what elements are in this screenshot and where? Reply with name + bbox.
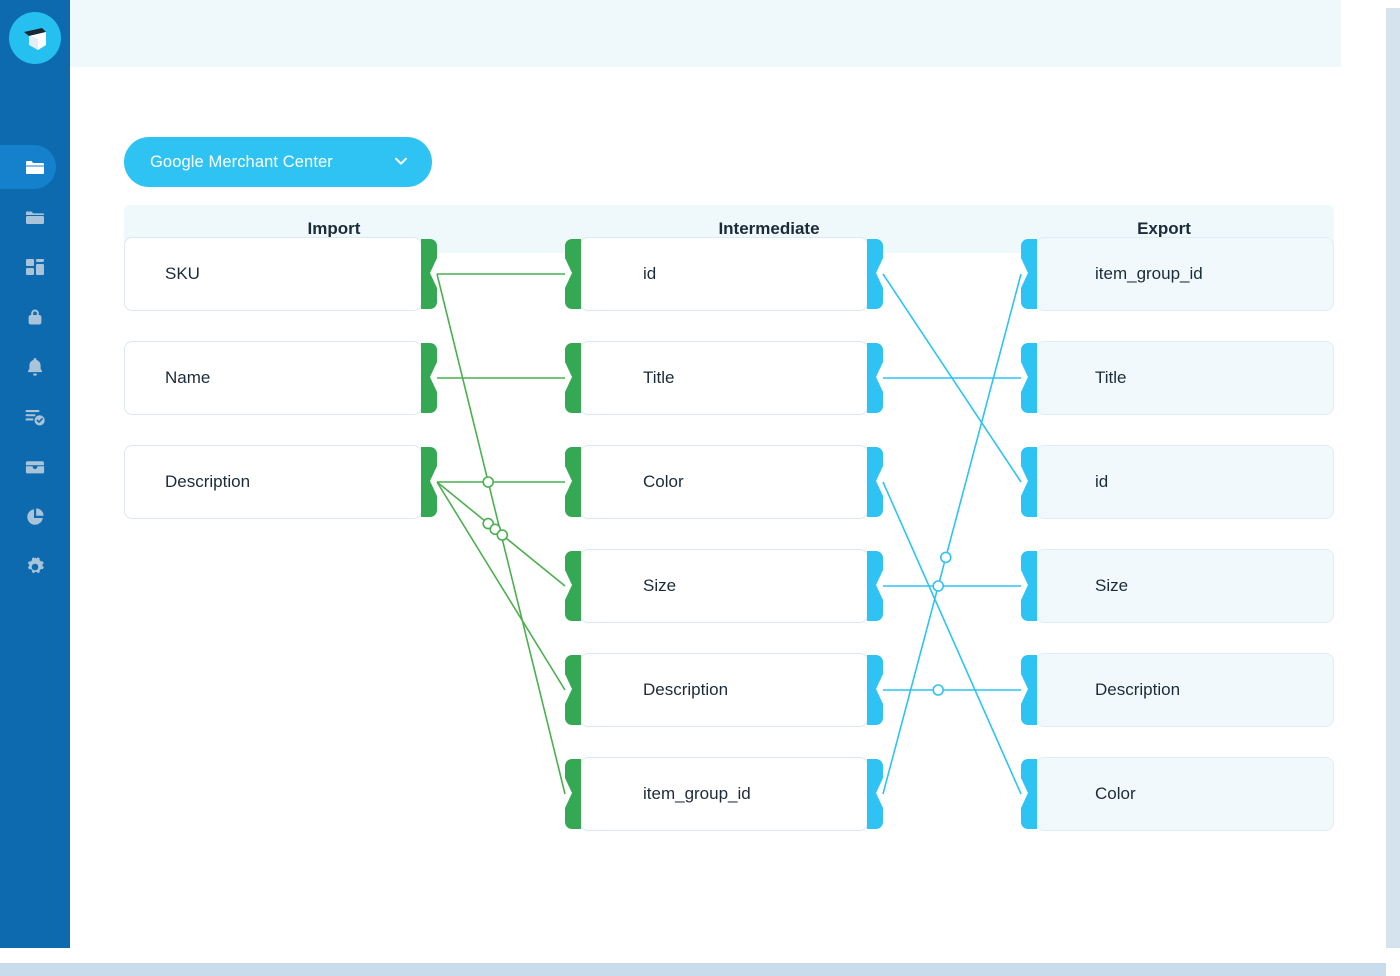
mapping-node-import[interactable]: Description (124, 445, 437, 519)
connector-tab-left[interactable] (565, 239, 581, 309)
mapping-node-import[interactable]: Name (124, 341, 437, 415)
edge-transform-marker[interactable] (489, 523, 502, 536)
folder-icon (26, 211, 44, 224)
mapping-edge[interactable] (436, 481, 566, 587)
cube-logo-icon (9, 12, 61, 64)
mapping-node-label: id (643, 264, 657, 283)
mapping-node-label: Color (1095, 784, 1136, 803)
connector-tab-left[interactable] (565, 759, 581, 829)
connector-tab-left[interactable] (565, 343, 581, 413)
mapping-node-label: Color (643, 472, 684, 491)
task-check-icon (25, 410, 45, 426)
dashboard-grid-icon (26, 259, 44, 275)
mapping-node-label: Description (643, 680, 729, 699)
sidebar-item-reports[interactable] (0, 492, 70, 542)
mapping-node-label: item_group_id (1095, 264, 1203, 283)
edge-transform-marker[interactable] (482, 517, 495, 530)
channel-dropdown-label: Google Merchant Center (150, 152, 333, 171)
mapping-node-label: Description (1095, 680, 1181, 699)
inbox-icon (25, 461, 45, 474)
sidebar-nav (0, 142, 70, 592)
mapping-node-import[interactable]: SKU (124, 237, 437, 311)
connector-tab-right[interactable] (867, 447, 883, 517)
mapping-node-label: Title (643, 368, 675, 387)
edge-transform-marker[interactable] (932, 580, 945, 592)
edge-transform-marker[interactable] (496, 529, 509, 541)
sidebar-item-folder[interactable] (0, 192, 70, 242)
column-header-intermediate: Intermediate (718, 219, 820, 238)
channel-dropdown[interactable]: Google Merchant Center (124, 137, 432, 187)
connector-tab-right[interactable] (421, 239, 437, 309)
mapping-node-label: item_group_id (643, 784, 751, 803)
mapping-node-mid[interactable]: Color (565, 445, 883, 519)
mapping-edge[interactable] (882, 273, 1022, 795)
mapping-node-label: Name (165, 368, 211, 387)
sidebar-item-dashboard[interactable] (0, 242, 70, 292)
edge-transform-marker[interactable] (939, 551, 952, 564)
edge-transform-marker[interactable] (932, 684, 945, 696)
mapping-node-mid[interactable]: Title (565, 341, 883, 415)
app-logo[interactable] (7, 10, 63, 66)
mapping-edge[interactable] (436, 481, 566, 691)
mapping-node-export[interactable]: item_group_id (1021, 237, 1334, 311)
edge-transform-marker[interactable] (482, 476, 495, 488)
mapping-node-label: SKU (165, 264, 200, 283)
sidebar-item-files[interactable] (0, 142, 70, 192)
connector-tab-left[interactable] (1021, 447, 1037, 517)
mapping-node-mid[interactable]: Description (565, 653, 883, 727)
mapping-edge[interactable] (882, 481, 1022, 795)
sidebar-item-inbox[interactable] (0, 442, 70, 492)
connector-tab-left[interactable] (1021, 239, 1037, 309)
column-header-export: Export (1137, 219, 1191, 238)
mapping-content: Google Merchant Center Import Intermedia… (70, 67, 1341, 948)
sidebar-item-settings[interactable] (0, 542, 70, 592)
pie-chart-icon (27, 508, 44, 525)
sidebar-item-tasks[interactable] (0, 392, 70, 442)
connector-tab-right[interactable] (421, 343, 437, 413)
folder-open-icon (26, 161, 44, 174)
mapping-node-label: Size (643, 576, 677, 595)
horizontal-scrollbar-thumb[interactable] (0, 963, 1386, 976)
sidebar-item-notifications[interactable] (0, 342, 70, 392)
top-bar (70, 0, 1341, 67)
mapping-node-export[interactable]: Size (1021, 549, 1334, 623)
connector-tab-left[interactable] (565, 551, 581, 621)
connector-tab-left[interactable] (1021, 343, 1037, 413)
mapping-node-export[interactable]: id (1021, 445, 1334, 519)
mapping-node-mid[interactable]: Size (565, 549, 883, 623)
mapping-edge[interactable] (436, 273, 566, 795)
horizontal-scrollbar[interactable] (0, 960, 1400, 976)
lock-icon (28, 309, 42, 325)
connector-tab-left[interactable] (1021, 655, 1037, 725)
mapping-node-export[interactable]: Color (1021, 757, 1334, 831)
mapping-node-label: Title (1095, 368, 1127, 387)
mapping-node-mid[interactable]: item_group_id (565, 757, 883, 831)
mapping-node-mid[interactable]: id (565, 237, 883, 311)
connector-tab-left[interactable] (565, 447, 581, 517)
main-sidebar (0, 0, 70, 948)
connector-tab-left[interactable] (1021, 759, 1037, 829)
connector-tab-right[interactable] (421, 447, 437, 517)
sidebar-item-security[interactable] (0, 292, 70, 342)
connector-tab-right[interactable] (867, 551, 883, 621)
connector-tab-right[interactable] (867, 343, 883, 413)
connector-tab-right[interactable] (867, 239, 883, 309)
mapping-node-label: Size (1095, 576, 1129, 595)
mapping-node-label: id (1095, 472, 1109, 491)
mapping-edge[interactable] (882, 273, 1022, 483)
mapping-node-export[interactable]: Title (1021, 341, 1334, 415)
gear-icon (27, 557, 44, 574)
connector-tab-left[interactable] (565, 655, 581, 725)
column-header-import: Import (307, 219, 361, 238)
bell-icon (27, 358, 43, 376)
connector-tab-left[interactable] (1021, 551, 1037, 621)
connector-tab-right[interactable] (867, 759, 883, 829)
mapping-node-label: Description (165, 472, 251, 491)
vertical-scrollbar[interactable] (1386, 8, 1400, 948)
connector-tab-right[interactable] (867, 655, 883, 725)
mapping-node-export[interactable]: Description (1021, 653, 1334, 727)
chevron-down-icon (392, 152, 410, 173)
